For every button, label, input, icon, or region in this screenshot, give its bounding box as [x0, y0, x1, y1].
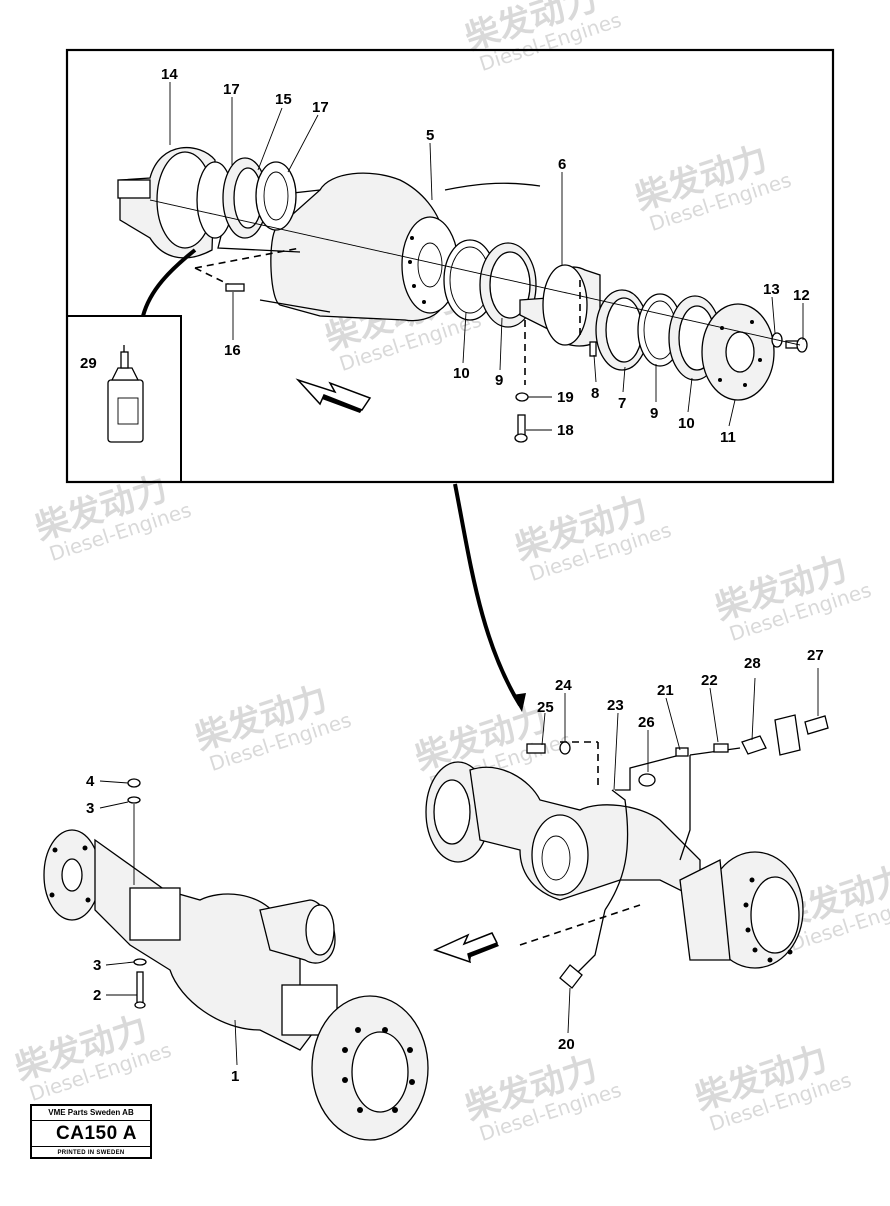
- callout-4: 4: [86, 773, 95, 790]
- callout-3: 3: [93, 957, 101, 974]
- axis-line: [149, 199, 801, 346]
- bolt-12: [785, 337, 808, 353]
- callout-16: 16: [224, 342, 241, 359]
- callout-17: 17: [312, 99, 329, 116]
- callout-15: 15: [275, 91, 292, 108]
- callout-9: 9: [650, 405, 658, 422]
- direction-arrow-lower: [432, 932, 499, 964]
- callout-leaders: [99, 82, 819, 1066]
- callout-12: 12: [793, 287, 810, 304]
- callout-8: 8: [591, 385, 599, 402]
- callout-24: 24: [555, 677, 572, 694]
- watermark: 柴发动力 Diesel-Engines: [190, 678, 354, 776]
- axle-assembly-left: [43, 829, 429, 1141]
- callout-22: 22: [701, 672, 718, 689]
- part-14-clamp-ring: [117, 146, 216, 259]
- callout-7: 7: [618, 395, 626, 412]
- callout-5: 5: [426, 127, 434, 144]
- title-block-company: VME Parts Sweden AB: [32, 1106, 150, 1121]
- part-11-hub: [701, 303, 775, 401]
- part-29-oil-bottle: [107, 345, 144, 443]
- callout-18: 18: [557, 422, 574, 439]
- callout-1: 1: [231, 1068, 239, 1085]
- watermark: 柴发动力 Diesel-Engines: [460, 0, 624, 76]
- part-16-pin: [194, 247, 301, 292]
- callout-2: 2: [93, 987, 101, 1004]
- callout-10: 10: [453, 365, 470, 382]
- callout-3: 3: [86, 800, 94, 817]
- watermark: 柴发动力 Diesel-Engines: [690, 1038, 854, 1136]
- direction-arrow-upper: [295, 378, 372, 413]
- callout-26: 26: [638, 714, 655, 731]
- title-block-code: CA150 A: [32, 1120, 150, 1147]
- callout-25: 25: [537, 699, 554, 716]
- callout-27: 27: [807, 647, 824, 664]
- leader-curve-arrowhead: [512, 693, 526, 712]
- callout-11: 11: [720, 429, 736, 446]
- callout-10: 10: [678, 415, 695, 432]
- pin-8: [589, 341, 597, 357]
- watermark: 柴发动力 Diesel-Engines: [710, 548, 874, 646]
- axle-assembly-right: [425, 761, 804, 969]
- detail-frame: [65, 48, 835, 484]
- leader-curve-center: [453, 483, 522, 707]
- callout-labels: 14 17 15 17 5 6 13 12 16 10 9 19 8 7 9 1…: [80, 66, 824, 1085]
- callout-17: 17: [223, 81, 240, 98]
- title-block-printed: PRINTED IN SWEDEN: [57, 1150, 125, 1156]
- watermark: 柴发动力 Diesel-Engines: [630, 138, 794, 236]
- callout-21: 21: [657, 682, 674, 699]
- watermark: 柴发动力 Diesel-Engines: [30, 468, 194, 566]
- brake-line-assembly: [519, 714, 829, 989]
- title-block: VME Parts Sweden AB CA150 A PRINTED IN S…: [30, 1104, 152, 1159]
- watermark: 柴发动力 Diesel-Engines: [460, 1048, 624, 1146]
- leader-curve-left: [141, 248, 197, 317]
- callout-13: 13: [763, 281, 780, 298]
- callout-29: 29: [80, 355, 97, 372]
- part-6-bracket: [519, 264, 601, 385]
- callout-20: 20: [558, 1036, 575, 1053]
- callout-23: 23: [607, 697, 624, 714]
- callout-28: 28: [744, 655, 761, 672]
- nut-19: [515, 392, 529, 402]
- callout-9: 9: [495, 372, 503, 389]
- callout-6: 6: [558, 156, 566, 173]
- bolt-18: [514, 414, 528, 443]
- watermark: 柴发动力 Diesel-Engines: [510, 488, 674, 586]
- watermark: 柴发动力 Diesel-Engines: [10, 1008, 174, 1106]
- fasteners-4-3-3-2: [127, 778, 147, 1009]
- rings-17-15-17: [196, 157, 297, 239]
- callout-19: 19: [557, 389, 574, 406]
- callout-14: 14: [161, 66, 178, 83]
- rings-10-9-left: [443, 239, 537, 328]
